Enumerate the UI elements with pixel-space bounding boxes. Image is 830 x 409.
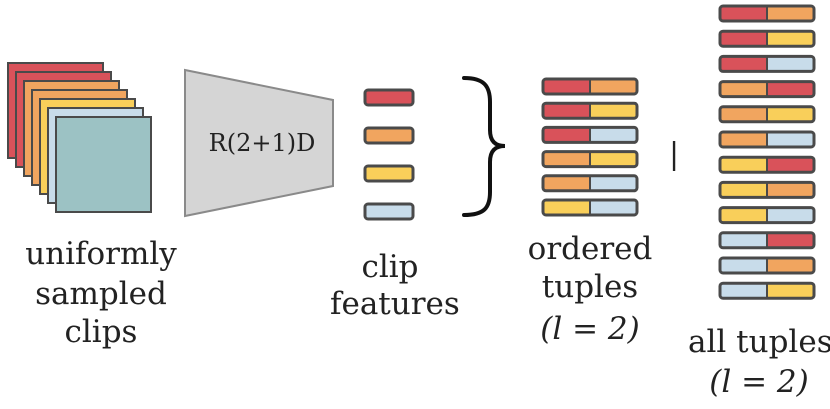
tuple-left-cell — [720, 207, 767, 223]
tuple-row — [718, 155, 816, 174]
tuple-left-cell — [720, 258, 767, 273]
all-tuples — [718, 4, 816, 300]
tuple-row — [718, 231, 816, 250]
tuple-left-cell — [720, 157, 767, 173]
tuple-row — [541, 198, 639, 217]
tuple-row — [718, 281, 816, 300]
all-tuples-label-math: (l = 2) — [709, 364, 809, 400]
tuple-row — [541, 77, 639, 96]
ordered-tuples — [541, 77, 639, 217]
tuple-right-cell — [767, 283, 814, 299]
tuple-right-cell — [590, 127, 637, 143]
tuple-left-cell — [720, 56, 767, 72]
tuple-right-cell — [590, 103, 637, 119]
tuple-row — [718, 105, 816, 124]
tuple-left-cell — [543, 200, 590, 215]
tuple-row — [541, 125, 639, 144]
tuple-left-cell — [543, 175, 590, 191]
tuple-left-cell — [543, 127, 590, 143]
tuple-left-cell — [720, 81, 767, 97]
tuple-right-cell — [590, 175, 637, 191]
tuple-row — [718, 29, 816, 48]
curly-brace — [462, 76, 506, 217]
tuple-row — [718, 130, 816, 149]
tuple-right-cell — [767, 56, 814, 72]
clips-label-line3: clips — [64, 314, 138, 350]
clips-label-line2: sampled — [35, 276, 167, 312]
tuple-row — [541, 101, 639, 120]
brace-path — [462, 76, 506, 217]
tuple-row — [541, 174, 639, 193]
tuple-right-cell — [767, 6, 814, 21]
tuple-right-cell — [767, 106, 814, 122]
tuple-left-cell — [543, 79, 590, 94]
feature-bar — [363, 126, 415, 145]
tuple-left-cell — [543, 151, 590, 167]
encoder-label: R(2+1)D — [209, 129, 316, 157]
tuple-right-cell — [767, 182, 814, 198]
tuple-row — [718, 180, 816, 199]
tuple-row — [718, 4, 816, 23]
separator-bar: | — [668, 137, 680, 172]
ordered-label-line1: ordered — [527, 231, 653, 267]
tuple-right-cell — [767, 132, 814, 147]
tuple-right-cell — [590, 151, 637, 167]
feature-bar — [363, 202, 415, 221]
all-tuples-label-line1: all tuples — [688, 324, 830, 360]
tuple-left-cell — [543, 103, 590, 119]
clips-label-line1: uniformly — [25, 236, 177, 272]
tuple-left-cell — [720, 283, 767, 299]
tuple-right-cell — [590, 79, 637, 94]
ordered-label-line2: tuples — [541, 269, 639, 305]
features-label-line2: features — [330, 286, 460, 322]
ordered-label-math: (l = 2) — [540, 311, 640, 347]
tuple-right-cell — [767, 232, 814, 248]
tuple-left-cell — [720, 31, 767, 47]
tuple-right-cell — [767, 31, 814, 47]
tuple-row — [718, 80, 816, 99]
clip-features — [363, 88, 415, 221]
feature-bar — [363, 88, 415, 107]
tuple-row — [718, 54, 816, 73]
features-label-line1: clip — [361, 249, 419, 285]
tuple-left-cell — [720, 106, 767, 122]
clip-frame — [55, 116, 152, 213]
tuple-row — [718, 206, 816, 225]
tuple-row — [718, 256, 816, 275]
tuple-row — [541, 150, 639, 169]
encoder-block: R(2+1)D — [184, 68, 334, 218]
tuple-right-cell — [767, 207, 814, 223]
tuple-right-cell — [767, 258, 814, 273]
tuple-right-cell — [767, 157, 814, 173]
tuple-left-cell — [720, 132, 767, 147]
feature-bar — [363, 164, 415, 183]
tuple-right-cell — [767, 81, 814, 97]
tuple-left-cell — [720, 232, 767, 248]
tuple-left-cell — [720, 6, 767, 21]
tuple-right-cell — [590, 200, 637, 215]
encoder-trapezoid — [184, 68, 334, 218]
clip-stack — [7, 62, 152, 213]
tuple-left-cell — [720, 182, 767, 198]
